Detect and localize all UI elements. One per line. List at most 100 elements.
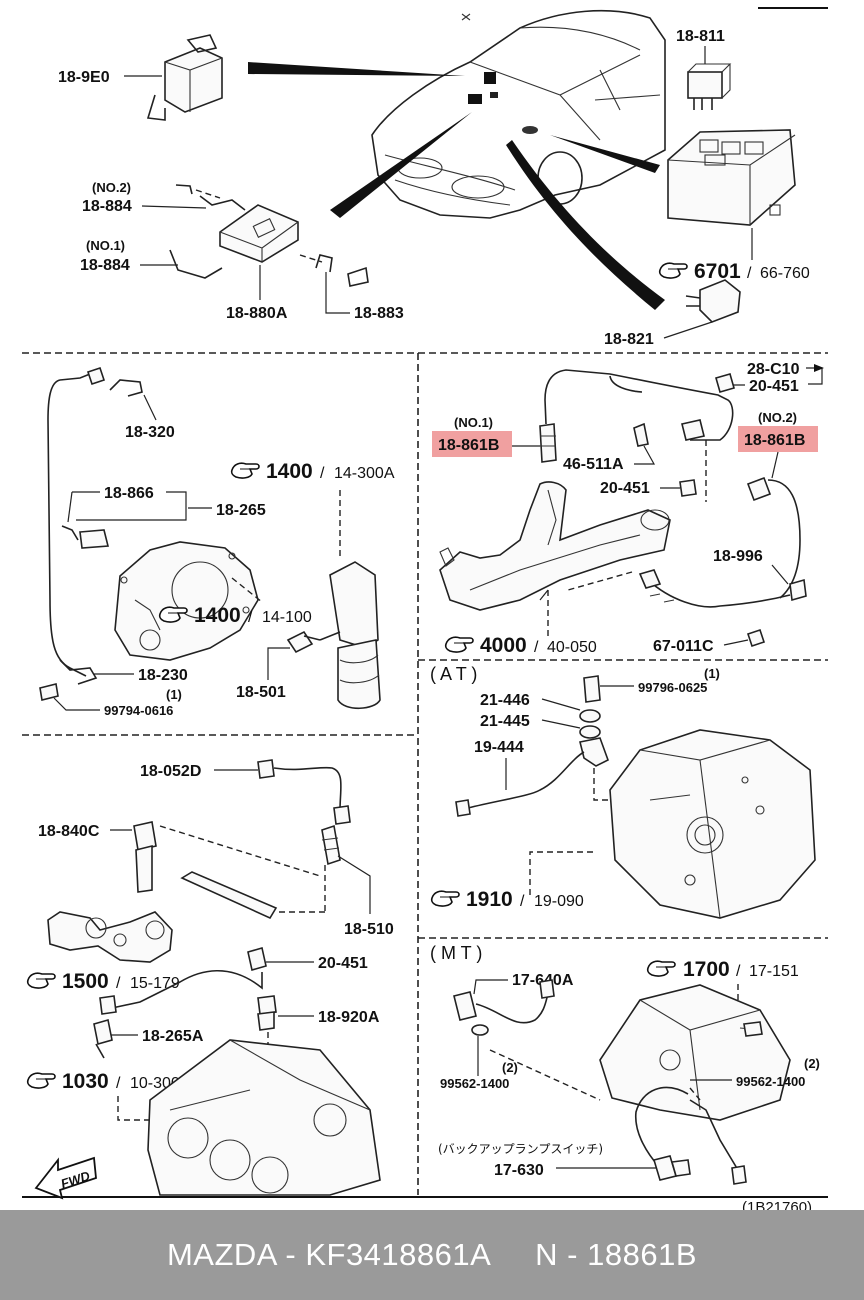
car-illustration	[371, 9, 666, 219]
label-18-811: 18-811	[676, 28, 725, 45]
pointer-wedge	[330, 112, 472, 218]
ref-6701-number: 6701	[694, 260, 741, 283]
ref-1700-sub: 17-151	[749, 963, 799, 980]
part-18-9e0-illustration	[146, 34, 223, 121]
part-number-banner: MAZDA - KF3418861A N - 18861B	[0, 1210, 864, 1300]
label-18-996: 18-996	[713, 548, 763, 565]
label-18-861b-no1: 18-861B	[438, 437, 499, 454]
label-18-884-no1: 18-884	[80, 257, 130, 274]
top-section: 18-9E0 18-811	[58, 9, 810, 348]
ref-1400-a: 1400 / 14-300A	[230, 460, 395, 483]
highlight-18-861b-no2	[738, 426, 818, 452]
label-20-451: 20-451	[600, 480, 650, 497]
label-qty-2a: (2)	[502, 1060, 518, 1075]
ref-1910: 1910 / 19-090	[430, 888, 584, 911]
highlight-18-861b-no1	[432, 431, 512, 457]
label-18-265a: 18-265A	[142, 1028, 204, 1045]
label-18-861b-no2: 18-861B	[744, 432, 805, 449]
label-19-444: 19-444	[474, 739, 524, 756]
label-18-052d: 18-052D	[140, 763, 201, 780]
label-99562-1400-b: 99562-1400	[736, 1074, 805, 1089]
label-diagram-code: (1B21760)	[742, 1199, 812, 1210]
svg-text:/: /	[736, 963, 741, 980]
label-18-884-no2: 18-884	[82, 198, 132, 215]
mt-transmission-illustration	[599, 984, 791, 1121]
part-18-880a-illustration	[169, 184, 369, 287]
part-18-811-illustration	[687, 63, 732, 110]
pointer-wedge	[550, 135, 660, 173]
ref-4000: 4000 / 40-050	[444, 634, 597, 657]
footer-n-number: 18861B	[587, 1237, 698, 1272]
part-18-821-illustration	[685, 279, 741, 323]
ref-6701: 6701 / 66-760	[658, 260, 810, 283]
section-at: ( A T )	[430, 664, 477, 684]
ref-4000-number: 4000	[480, 634, 527, 657]
svg-text:/: /	[747, 265, 752, 282]
parts-diagram: 18-9E0 18-811	[22, 7, 828, 1210]
label-backup-lamp-switch: (バックアップランプスイッチ)	[438, 1142, 603, 1156]
right-at-section: ( A T ) (1) 99796-0625 21-446 21-445 19-…	[430, 664, 816, 919]
label-28-c10: 28-C10	[747, 361, 800, 378]
label-18-880a: 18-880A	[226, 305, 288, 322]
label-99794-0616: 99794-0616	[104, 703, 173, 718]
ref-1030-number: 1030	[62, 1070, 109, 1093]
label-99562-1400-a: 99562-1400	[440, 1076, 509, 1091]
ref-1500-number: 1500	[62, 970, 109, 993]
label-18-821: 18-821	[604, 331, 654, 348]
ref-1400a-number: 1400	[266, 460, 313, 483]
svg-text:/: /	[116, 975, 121, 992]
label-17-630: 17-630	[494, 1162, 544, 1179]
ref-1400-b: 1400 / 14-100	[158, 604, 312, 627]
front-cover-illustration	[114, 541, 259, 661]
ref-1500-sub: 15-179	[130, 975, 180, 992]
ref-1910-number: 1910	[466, 888, 513, 911]
right-upper-section: 28-C10 20-451 (NO.1) 18-861B (NO.2) 18-8…	[432, 361, 824, 657]
label-21-445: 21-445	[480, 713, 530, 730]
label-18-320: 18-320	[125, 424, 175, 441]
at-transmission-illustration	[609, 729, 816, 919]
footer-n-label: N	[535, 1237, 559, 1272]
label-18-866: 18-866	[104, 485, 154, 502]
junction-box-illustration	[667, 129, 796, 226]
label-18-265: 18-265	[216, 502, 266, 519]
ref-1500: 1500 / 15-179	[26, 970, 180, 993]
label-99796-0625: 99796-0625	[638, 680, 707, 695]
pointer-wedge	[506, 140, 665, 310]
label-qty-2b: (2)	[804, 1056, 820, 1071]
label-46-511a: 46-511A	[563, 456, 624, 473]
svg-text:/: /	[248, 609, 253, 626]
label-21-446: 21-446	[480, 692, 530, 709]
left-lower-section: 18-052D 18-510 18-840C 1500 / 15-179	[26, 759, 394, 1200]
label-no1: (NO.1)	[86, 238, 125, 253]
label-17-640a: 17-640A	[512, 972, 574, 989]
svg-text:/: /	[320, 465, 325, 482]
label-qty-1: (1)	[704, 666, 720, 681]
ref-1400b-number: 1400	[194, 604, 241, 627]
ref-1910-sub: 19-090	[534, 893, 584, 910]
pointer-wedge	[248, 62, 465, 76]
footer-brand: MAZDA	[166, 1237, 277, 1272]
footer-part-number: KF3418861A	[305, 1237, 490, 1272]
label-18-230: 18-230	[138, 667, 188, 684]
ref-1400a-sub: 14-300A	[334, 465, 395, 482]
fwd-arrow-icon: FWD	[34, 1156, 97, 1200]
right-mt-section: ( M T ) 1700 / 17-151 17-640A (2) 99562-…	[430, 943, 820, 1210]
ref-1700-number: 1700	[683, 958, 730, 981]
label-18-920a: 18-920A	[318, 1009, 380, 1026]
label-20-451-top: 20-451	[749, 378, 799, 395]
ref-1700: 1700 / 17-151	[646, 958, 799, 981]
section-dividers	[22, 7, 828, 1198]
exhaust-pipe-illustration	[439, 481, 671, 611]
label-no2: (NO.2)	[758, 410, 797, 425]
svg-text:/: /	[520, 893, 525, 910]
label-67-011c: 67-011C	[653, 638, 714, 655]
ref-6701-sub: 66-760	[760, 265, 810, 282]
oil-filter-illustration	[319, 561, 381, 710]
ref-4000-sub: 40-050	[547, 639, 597, 656]
left-upper-section: 18-320 18-866 18-265 1400 / 14-300A	[39, 366, 395, 718]
label-18-840c: 18-840C	[38, 823, 100, 840]
water-outlet-illustration	[47, 911, 173, 963]
label-no2: (NO.2)	[92, 180, 131, 195]
label-18-510: 18-510	[344, 921, 394, 938]
ref-1400b-sub: 14-100	[262, 609, 312, 626]
